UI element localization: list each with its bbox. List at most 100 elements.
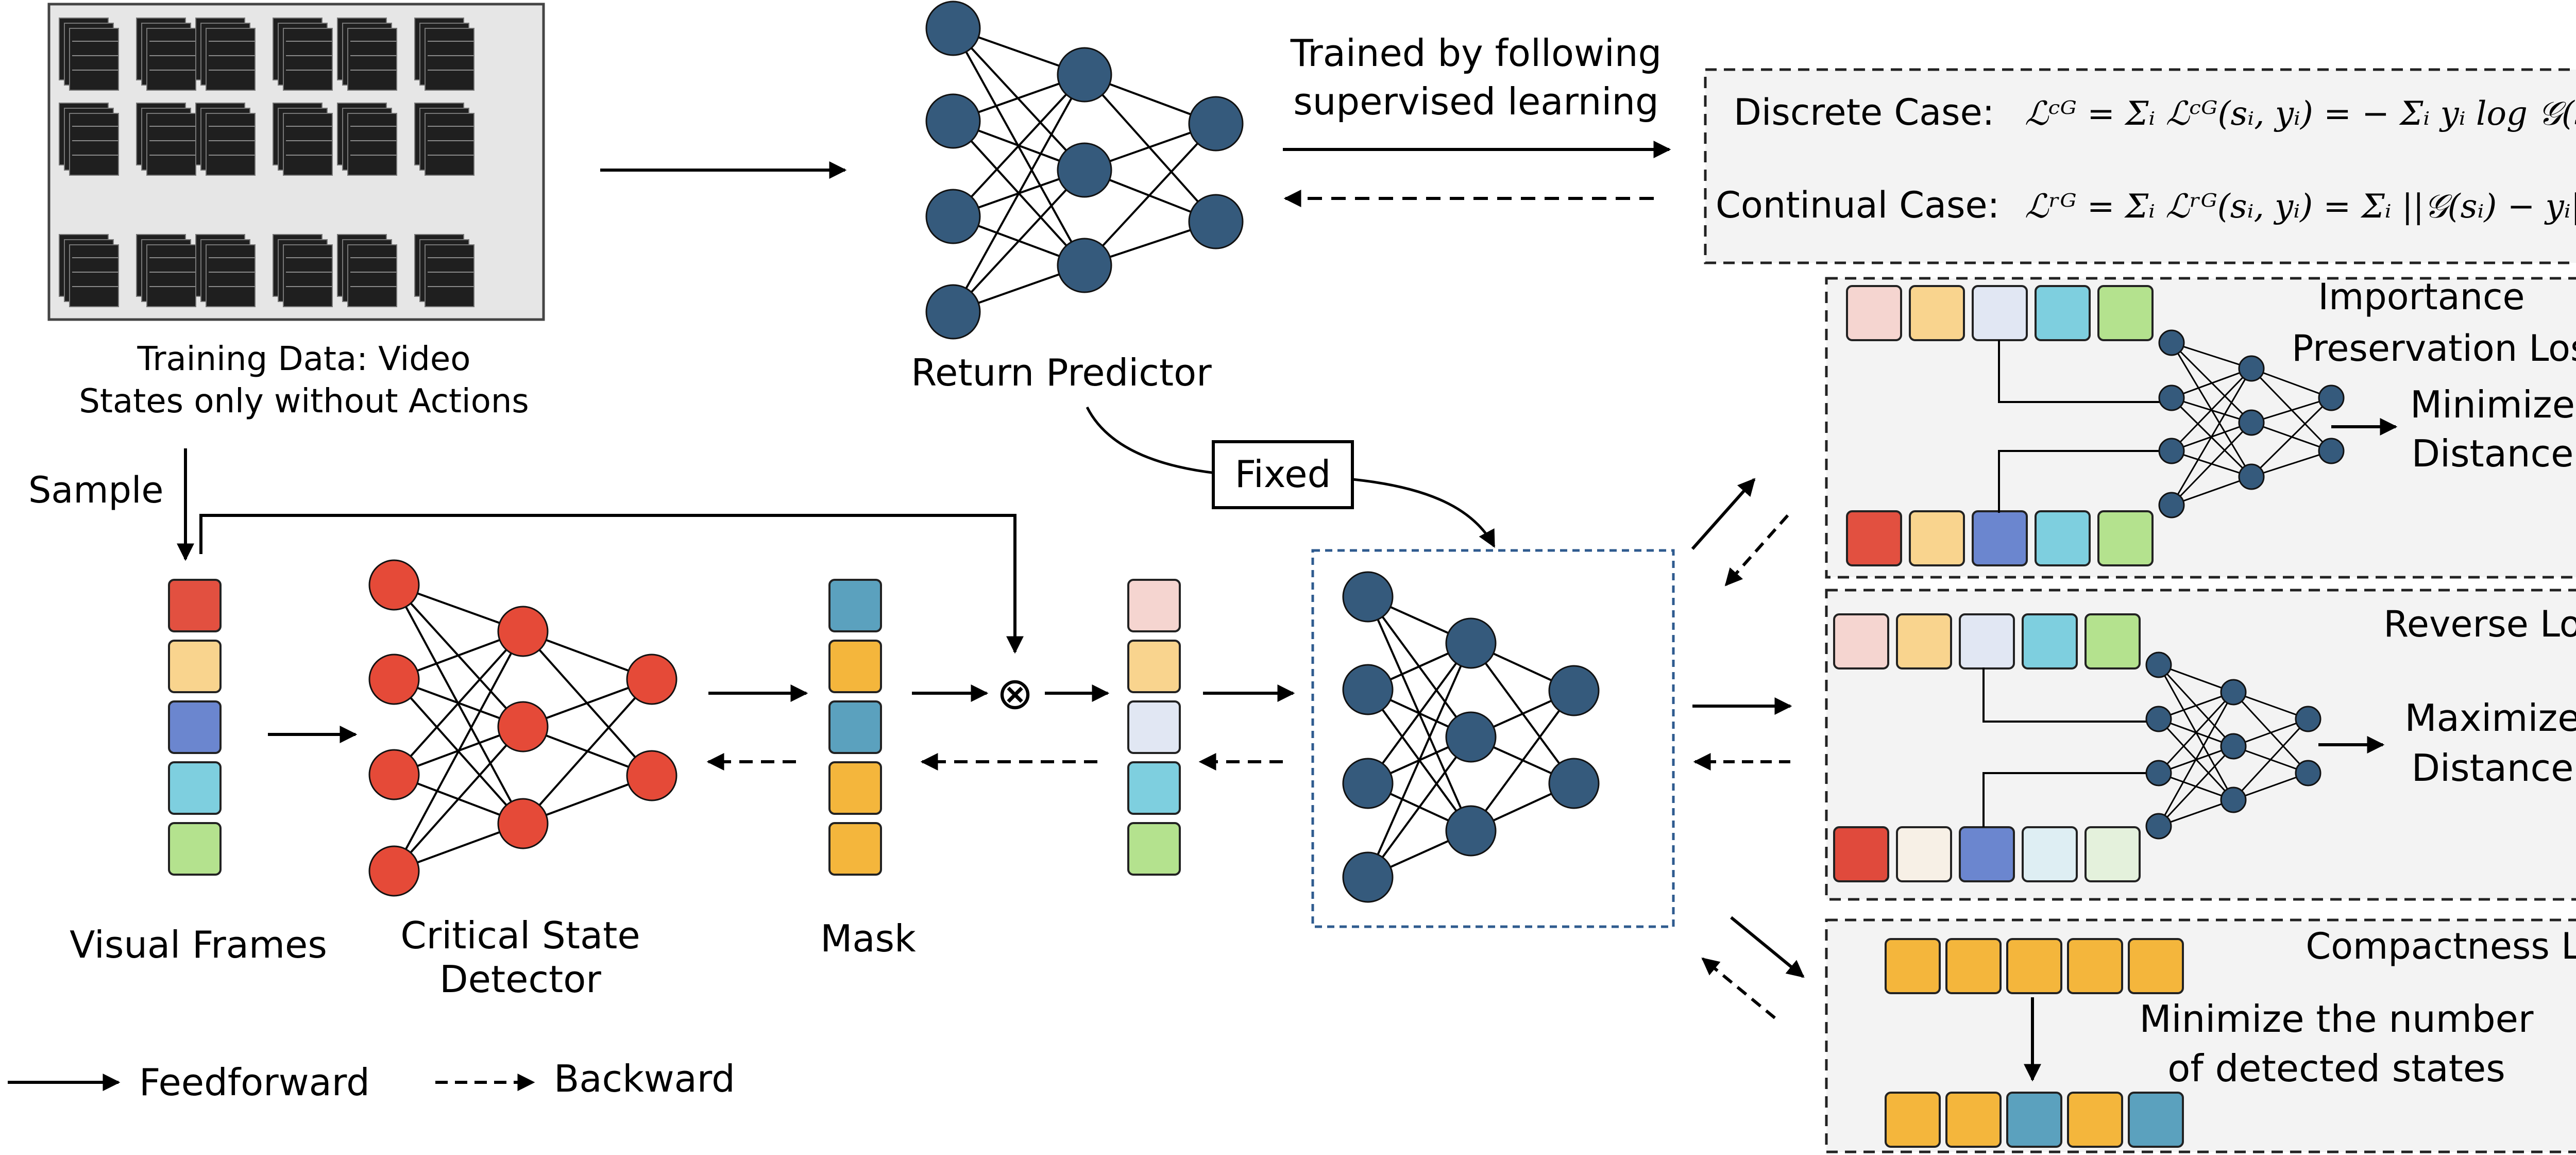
legend-backward-label: Backward <box>554 1057 735 1100</box>
neuron-node <box>2295 760 2321 786</box>
state-square <box>828 761 882 815</box>
state-square <box>1909 510 1965 566</box>
return-predictor-label: Return Predictor <box>911 351 1212 394</box>
mask-column <box>828 579 882 876</box>
supervised-loss-box: Discrete Case: ℒᶜᴳ = Σᵢ ℒᶜᴳ(sᵢ, yᵢ) = − … <box>1704 68 2576 264</box>
state-square <box>2128 938 2184 994</box>
discrete-case-label: Discrete Case: <box>1734 91 1994 133</box>
state-square <box>2067 1092 2123 1148</box>
state-square <box>2084 826 2141 882</box>
state-square <box>1833 613 1889 669</box>
state-square <box>1909 285 1965 341</box>
state-square <box>2097 510 2154 566</box>
state-square <box>1846 285 1902 341</box>
neuron-node <box>1445 711 1497 763</box>
state-square <box>2006 1092 2062 1148</box>
neuron-node <box>2158 438 2185 464</box>
video-frame-thumb <box>206 244 256 307</box>
state-square <box>2084 613 2141 669</box>
neuron-node <box>1057 238 1112 293</box>
neuron-node <box>1445 617 1497 669</box>
state-square <box>828 579 882 632</box>
critical-state-detector-network <box>368 559 677 897</box>
video-frame-thumb <box>283 28 333 91</box>
training-video-thumbnail <box>47 3 545 321</box>
discrete-case-formula: ℒᶜᴳ = Σᵢ ℒᶜᴳ(sᵢ, yᵢ) = − Σᵢ yᵢ log 𝒢(sᵢ)… <box>2025 95 2576 133</box>
neuron-node <box>2295 706 2321 732</box>
fixed-to-policy-arrow <box>1352 478 1496 548</box>
neuron-node <box>2220 733 2247 760</box>
video-frame-thumb <box>347 28 397 91</box>
state-square <box>2035 285 2091 341</box>
state-square <box>1972 510 2028 566</box>
video-frame-thumb <box>69 113 119 176</box>
multiply-operator: ⊗ <box>996 668 1033 719</box>
neuron-node <box>2318 384 2345 411</box>
state-square <box>2067 938 2123 994</box>
sample-label: Sample <box>28 469 163 511</box>
state-square <box>1833 826 1889 882</box>
video-frame-thumb <box>146 244 196 307</box>
continual-case-label: Continual Case: <box>1716 184 1999 226</box>
state-square <box>1896 613 1952 669</box>
state-square <box>1896 826 1952 882</box>
state-square <box>1127 700 1181 754</box>
state-square <box>2128 1092 2184 1148</box>
reverse-title: Reverse Loss <box>2383 603 2576 645</box>
detector-label-line2: Detector <box>439 958 601 1001</box>
neuron-node <box>2220 679 2247 706</box>
state-square <box>2035 510 2091 566</box>
video-frame-thumb <box>347 244 397 307</box>
compactness-action-line2: of detected states <box>2167 1047 2505 1090</box>
reverse-loss-panel: Reverse Loss Maximize Distance <box>1825 589 2576 901</box>
state-square <box>1846 510 1902 566</box>
training-data-label-line1: Training Data: Video <box>137 340 471 378</box>
mask-label: Mask <box>820 917 916 960</box>
reverse-action-line1: Maximize <box>2404 696 2576 740</box>
state-square <box>828 700 882 754</box>
video-frame-thumb <box>146 113 196 176</box>
neuron-node <box>497 606 549 657</box>
continual-case-formula: ℒʳᴳ = Σᵢ ℒʳᴳ(sᵢ, yᵢ) = Σᵢ ||𝒢(sᵢ) − yᵢ||… <box>2025 188 2576 226</box>
neuron-node <box>1057 47 1112 103</box>
state-square <box>828 640 882 693</box>
reverse-action-line2: Distance <box>2412 746 2574 790</box>
neuron-node <box>2158 329 2185 356</box>
video-frame-thumb <box>69 28 119 91</box>
fixed-box: Fixed <box>1212 440 1354 509</box>
state-square <box>168 822 222 876</box>
importance-to-policy-backward-arrow <box>1724 514 1789 587</box>
policy-to-importance-arrow <box>1691 478 1756 550</box>
neuron-node <box>925 1 981 56</box>
state-square <box>2006 938 2062 994</box>
state-square <box>1127 579 1181 632</box>
neuron-node <box>1445 805 1497 857</box>
training-data-label-line2: States only without Actions <box>79 382 529 421</box>
visual-frames-label: Visual Frames <box>70 923 327 966</box>
neuron-node <box>497 798 549 849</box>
neuron-node <box>1342 571 1394 623</box>
neuron-node <box>2158 492 2185 518</box>
state-square <box>2097 285 2154 341</box>
neuron-node <box>626 750 677 801</box>
video-frame-thumb <box>69 244 119 307</box>
video-frame-thumb <box>146 28 196 91</box>
neuron-node <box>1342 851 1394 903</box>
neuron-node <box>497 701 549 752</box>
neuron-node <box>1342 758 1394 809</box>
neuron-node <box>1342 664 1394 715</box>
neuron-node <box>1188 194 1244 249</box>
fixed-return-predictor-network <box>1342 571 1600 903</box>
importance-action-line2: Distance <box>2412 432 2574 475</box>
state-square <box>1885 1092 1941 1148</box>
supervised-label-line2: supervised learning <box>1293 80 1659 123</box>
skip-connection-line <box>199 514 1024 654</box>
state-square <box>168 579 222 632</box>
compactness-title: Compactness Loss <box>2306 925 2576 967</box>
neuron-node <box>368 654 420 705</box>
neuron-node <box>925 93 981 149</box>
state-square <box>828 822 882 876</box>
legend-feedforward-label: Feedforward <box>139 1061 370 1104</box>
neuron-node <box>2145 760 2172 786</box>
video-frame-thumb <box>206 113 256 176</box>
